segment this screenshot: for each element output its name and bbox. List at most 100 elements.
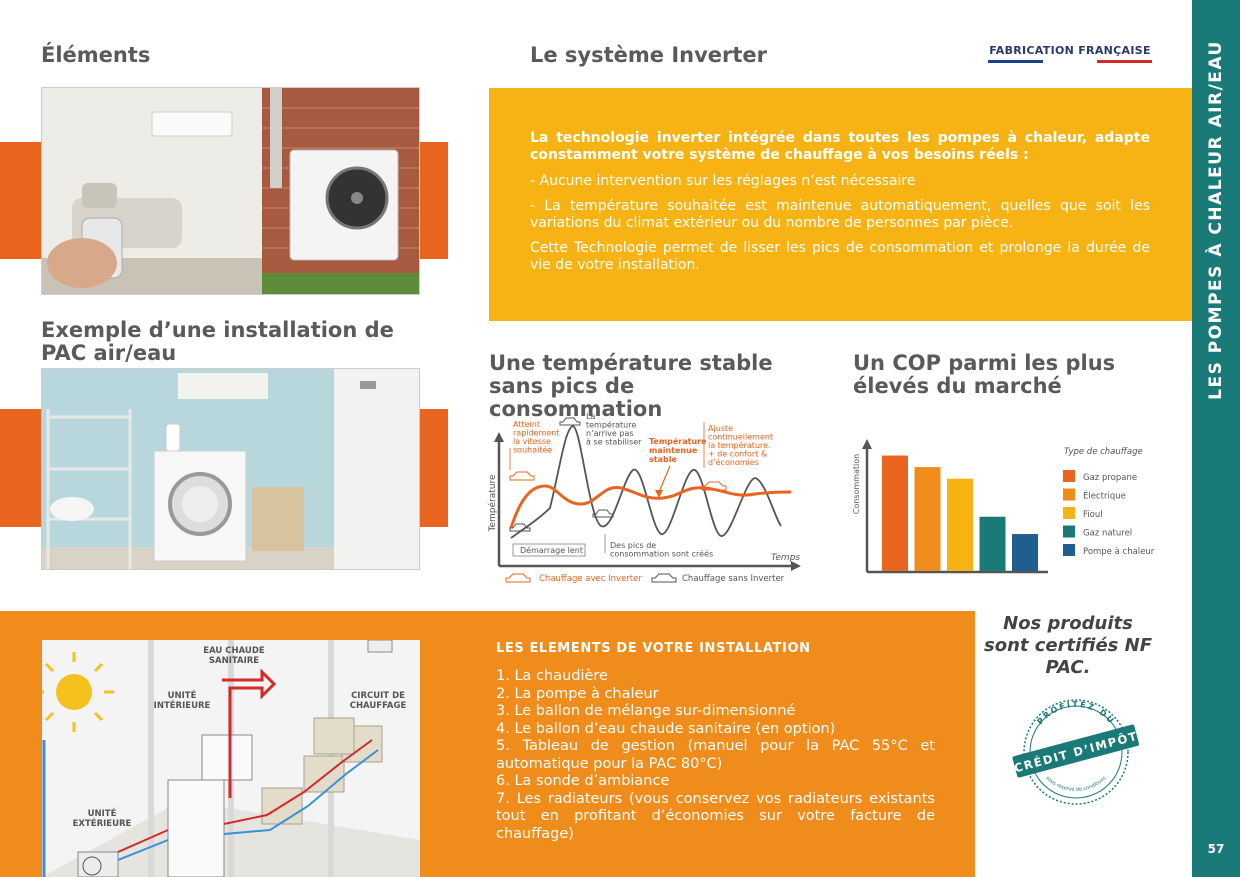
photo-indoor-unit-art [42,369,419,569]
accent-tab-right-2 [418,409,448,527]
heading-stable: Une température stable sans pics de cons… [489,351,773,421]
inverter-point-3: Cette Technologie permet de lisser les p… [530,240,1150,273]
car-icon-sans [509,417,614,532]
heading-inverter: Le système Inverter [530,43,768,67]
ann-maintenue-line: maintenue [649,446,698,455]
elements-list-item: 7. Les radiateurs (vous conservez vos ra… [496,790,935,842]
temp-chart-xlabel: Temps [771,553,800,563]
ann-atteint-line: la vitesse [513,437,551,446]
ann-la-temp-line: La [586,412,595,421]
elements-list-item: 6. La sonde d’ambiance [496,773,670,789]
cop-bar-3 [979,516,1006,571]
cop-legend-label-2: Fioul [1083,510,1103,520]
diag-circ-line: CHAUFFAGE [350,701,407,711]
ann-atteint-line: rapidement [513,429,559,438]
elements-list-item: 3. Le ballon de mélange sur-dimensionné [496,703,796,719]
elements-list-item: 5. Tableau de gestion (manuel pour la PA… [496,738,935,772]
curve-inverter [509,484,792,529]
diag-circ-line: CIRCUIT DE [351,691,405,701]
photo-outdoor-unit-art [42,88,419,294]
inverter-point-2: - La température souhaitée est maintenue… [530,198,1150,231]
diag-eau-line: SANITAIRE [209,656,259,666]
fabrication-text: FABRICATION FRANÇAISE [989,44,1151,57]
cop-legend-swatch-0 [1063,470,1075,482]
cop-legend-swatch-3 [1063,525,1075,538]
cop-legend-label-4: Pompe à chaleur [1083,547,1155,557]
inverter-point-1: - Aucune intervention sur les réglages n… [530,173,916,189]
ann-ajuste-line: la température. [708,440,771,450]
cop-legend-label-1: Électrique [1083,490,1126,502]
ann-la-temp-line: température [586,420,636,430]
diag-eau-line: EAU CHAUDE [203,646,265,656]
ann-la-temp-line: n’arrive pas [586,429,634,438]
cop-legend-swatch-4 [1063,544,1075,556]
ann-ajuste-line: continuellement [708,433,773,442]
inverter-info-box: La technologie inverter intégrée dans to… [489,88,1192,321]
cop-bar-2 [947,478,973,571]
fabrication-badge: FABRICATION FRANÇAISE [988,44,1153,64]
certification-text: Nos produits sont certifiés NF PAC. [983,613,1152,678]
elements-list-item: 2. La pompe à chaleur [496,685,659,702]
photo-indoor-unit [41,368,420,570]
accent-tab-right-1 [418,142,448,259]
accent-tab-left-1 [0,142,44,259]
diag-int-line: INTÉRIEURE [154,699,211,711]
car-icon-inverter [509,471,727,491]
elements-title: LES ELEMENTS DE VOTRE INSTALLATION [496,641,811,656]
cop-bar-chart: Consommation Type de chauffage Gaz propa… [852,439,1155,574]
cop-legend-label-0: Gaz propane [1083,473,1137,483]
heading-elements: Éléments [41,43,151,67]
cop-ylabel: Consommation [852,454,861,514]
side-band [1192,0,1240,877]
elements-list-item: 1. La chaudière [496,668,608,684]
legend-car-sans-icon [651,573,677,583]
heading-cop: Un COP parmi les plus élevés du marché [853,351,1116,398]
elements-list-item: 4. Le ballon d’eau chaude sanitaire (en … [496,720,836,737]
seal-bottom-text: sous réserve de conditions [1044,775,1107,793]
ann-pics-line: Des pics de [610,541,656,550]
diag-int-line: UNITÉ [168,689,197,701]
ann-maintenue-line: stable [649,455,677,464]
ann-maintenue-line: Température [649,436,707,446]
ann-atteint-line: souhaitée [513,445,552,455]
ann-ajuste-line: d’économies [708,457,759,467]
temp-chart-ylabel: Température [487,474,498,532]
annotation-demarrage: Démarrage lent [520,545,583,555]
cop-bar-4 [1012,534,1038,571]
seal-top-text: PROFITEZ DU [1035,700,1116,726]
photo-outdoor-unit [41,87,420,295]
cop-bar-1 [914,467,941,571]
legend-inverter-label: Chauffage avec Inverter [539,574,642,584]
ann-ajuste-line: Ajuste [708,424,733,433]
credit-impot-seal: PROFITEZ DU CRÉDIT D’IMPÔT sous réserve … [1012,699,1139,805]
legend-car-inverter-icon [505,573,531,583]
flag-bar [988,60,1153,63]
diag-ext-line: EXTÉRIEURE [73,817,132,829]
seal-main-text: CRÉDIT D’IMPÔT [1012,728,1139,775]
cop-legend-swatch-2 [1063,507,1075,519]
accent-tab-left-2 [0,409,44,527]
page-number: 57 [1207,842,1225,856]
heading-example: Exemple d’une installation de PAC air/ea… [41,318,394,365]
ann-pics-line: consommation sont créés [610,549,713,559]
inverter-intro: La technologie inverter intégrée dans to… [530,130,1150,163]
section-title: LES POMPES À CHALEUR AIR/EAU [1206,40,1226,400]
legend-sans-label: Chauffage sans Inverter [682,574,785,584]
ann-atteint-line: Atteint [513,420,540,429]
cop-bar-0 [882,455,908,571]
cop-legend-swatch-1 [1063,488,1075,501]
temp-chart-legend: Chauffage avec Inverter Chauffage sans I… [505,573,785,584]
diag-ext-line: UNITÉ [88,807,117,819]
ann-la-temp-line: à se stabiliser [586,438,642,447]
